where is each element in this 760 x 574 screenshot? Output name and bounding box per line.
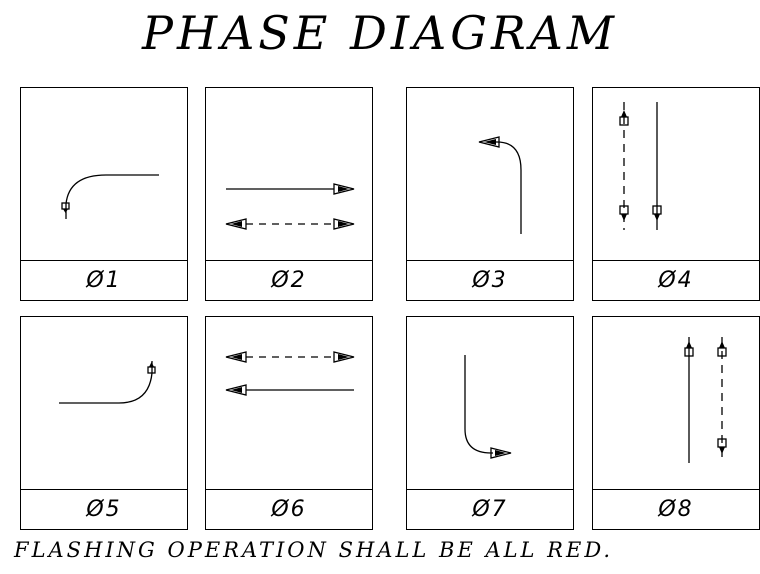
phase-panel-1: Ø1 [20,87,188,301]
phase-label-7: Ø7 [407,489,573,529]
phase-panel-5: Ø5 [20,316,188,530]
phase-label-1: Ø1 [21,260,187,300]
phase-6-movement-icon [225,351,355,396]
phase-label-4: Ø4 [593,260,759,300]
phase-label-3: Ø3 [407,260,573,300]
phase-label-6: Ø6 [206,489,372,529]
phase-4-movement-icon [619,102,662,230]
phase-panel-4: Ø4 [592,87,760,301]
phase-2-movement-icon [225,183,355,230]
phase-1-movement-icon [61,174,159,219]
phase-5-movement-icon [59,361,156,404]
phase-label-2: Ø2 [206,260,372,300]
flashing-operation-note: FLASHING OPERATION SHALL BE ALL RED. [14,538,614,562]
phase-panel-6: Ø6 [205,316,373,530]
phase-label-5: Ø5 [21,489,187,529]
phase-panel-7: Ø7 [406,316,574,530]
phase-panel-2: Ø2 [205,87,373,301]
phase-label-8: Ø8 [593,489,759,529]
page-title: PHASE DIAGRAM [142,6,618,60]
phase-8-movement-icon [684,337,727,463]
phase-7-movement-icon [464,355,512,459]
phase-3-movement-icon [478,136,522,234]
phase-panel-3: Ø3 [406,87,574,301]
phase-panel-8: Ø8 [592,316,760,530]
